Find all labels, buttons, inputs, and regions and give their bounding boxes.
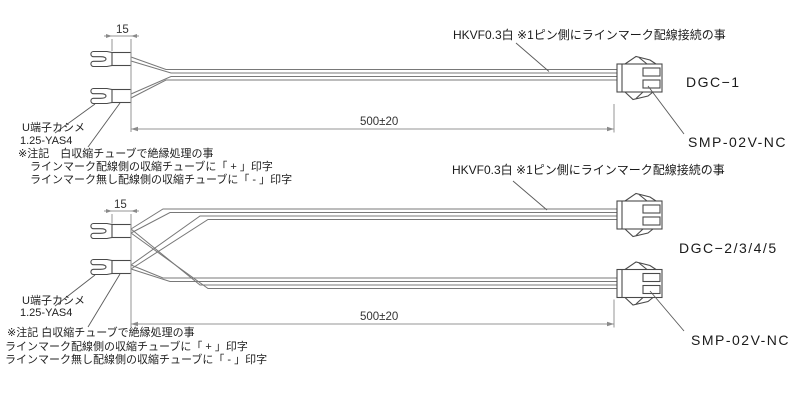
dim-500-value: 500±20 xyxy=(360,311,398,323)
circuit-label: DGC−2/3/4/5 xyxy=(679,240,778,256)
dim-15-value: 15 xyxy=(116,24,129,36)
connector-icon xyxy=(616,192,663,238)
fork-terminal-icon xyxy=(90,222,132,240)
lower-assembly: 15 500±20 HKVF0.3白 ※1ピン側にラインマーク配線接続の事 DG… xyxy=(5,162,790,366)
connector-part-no: SMP-02V-NC xyxy=(688,134,787,150)
leader-connector xyxy=(647,85,685,135)
leader-wire-spec xyxy=(512,180,548,211)
fork-terminal-icon xyxy=(90,50,132,68)
dimension-15: 15 xyxy=(104,24,139,132)
connector-part-no: SMP-02V-NC xyxy=(691,332,790,348)
terminal-label-line1: U端子カシメ xyxy=(22,121,85,134)
leader-wire-spec xyxy=(515,42,550,72)
note-line3: ラインマーク無し配線側の収縮チューブに「 - 」印字 xyxy=(30,172,292,186)
dim-15-value: 15 xyxy=(114,199,127,211)
leader-terminal xyxy=(54,274,96,307)
note-line2: ラインマーク配線側の収縮チューブに「 + 」印字 xyxy=(5,339,248,353)
wire-spec-note: HKVF0.3白 ※1ピン側にラインマーク配線接続の事 xyxy=(452,162,725,177)
upper-assembly-wires xyxy=(130,56,617,99)
fork-terminal-icon xyxy=(90,258,132,276)
terminal-label-line2: 1.25-YAS4 xyxy=(20,135,72,147)
note-line3: ラインマーク無し配線側の収縮チューブに「 - 」印字 xyxy=(5,352,267,366)
fork-terminal-icon xyxy=(90,87,132,105)
dimension-15: 15 xyxy=(104,199,139,327)
note-line2: ラインマーク配線側の収縮チューブに「 + 」印字 xyxy=(30,159,273,173)
connector-icon xyxy=(616,55,663,101)
leader-tube xyxy=(87,273,121,328)
terminal-label-line1: U端子カシメ xyxy=(22,294,85,307)
dimension-500: 500±20 xyxy=(131,104,615,133)
dim-500-value: 500±20 xyxy=(360,116,398,128)
connector-icon xyxy=(616,261,663,306)
dimension-500: 500±20 xyxy=(131,299,615,328)
leader-connector xyxy=(649,290,685,332)
lower-note-block: U端子カシメ 1.25-YAS4 ※注記 白収縮チューブで絶縁処理の事 ラインマ… xyxy=(5,294,267,366)
wire-spec-note: HKVF0.3白 ※1ピン側にラインマーク配線接続の事 xyxy=(453,27,726,42)
note-line1: ※注記 白収縮チューブで絶縁処理の事 xyxy=(7,325,195,339)
leader-terminal xyxy=(54,103,96,134)
terminal-label-line2: 1.25-YAS4 xyxy=(20,307,72,319)
upper-assembly: 15 500±20 HKVF0.3白 ※1ピン側にラインマーク配線接続の事 DG… xyxy=(18,24,787,186)
upper-note-block: U端子カシメ 1.25-YAS4 ※注記 白収縮チューブで絶縁処理の事 ラインマ… xyxy=(18,121,292,186)
leader-tube xyxy=(87,102,121,148)
note-line1: ※注記 白収縮チューブで絶縁処理の事 xyxy=(18,146,214,160)
circuit-label: DGC−1 xyxy=(686,74,741,90)
lower-assembly-wires xyxy=(130,208,617,289)
